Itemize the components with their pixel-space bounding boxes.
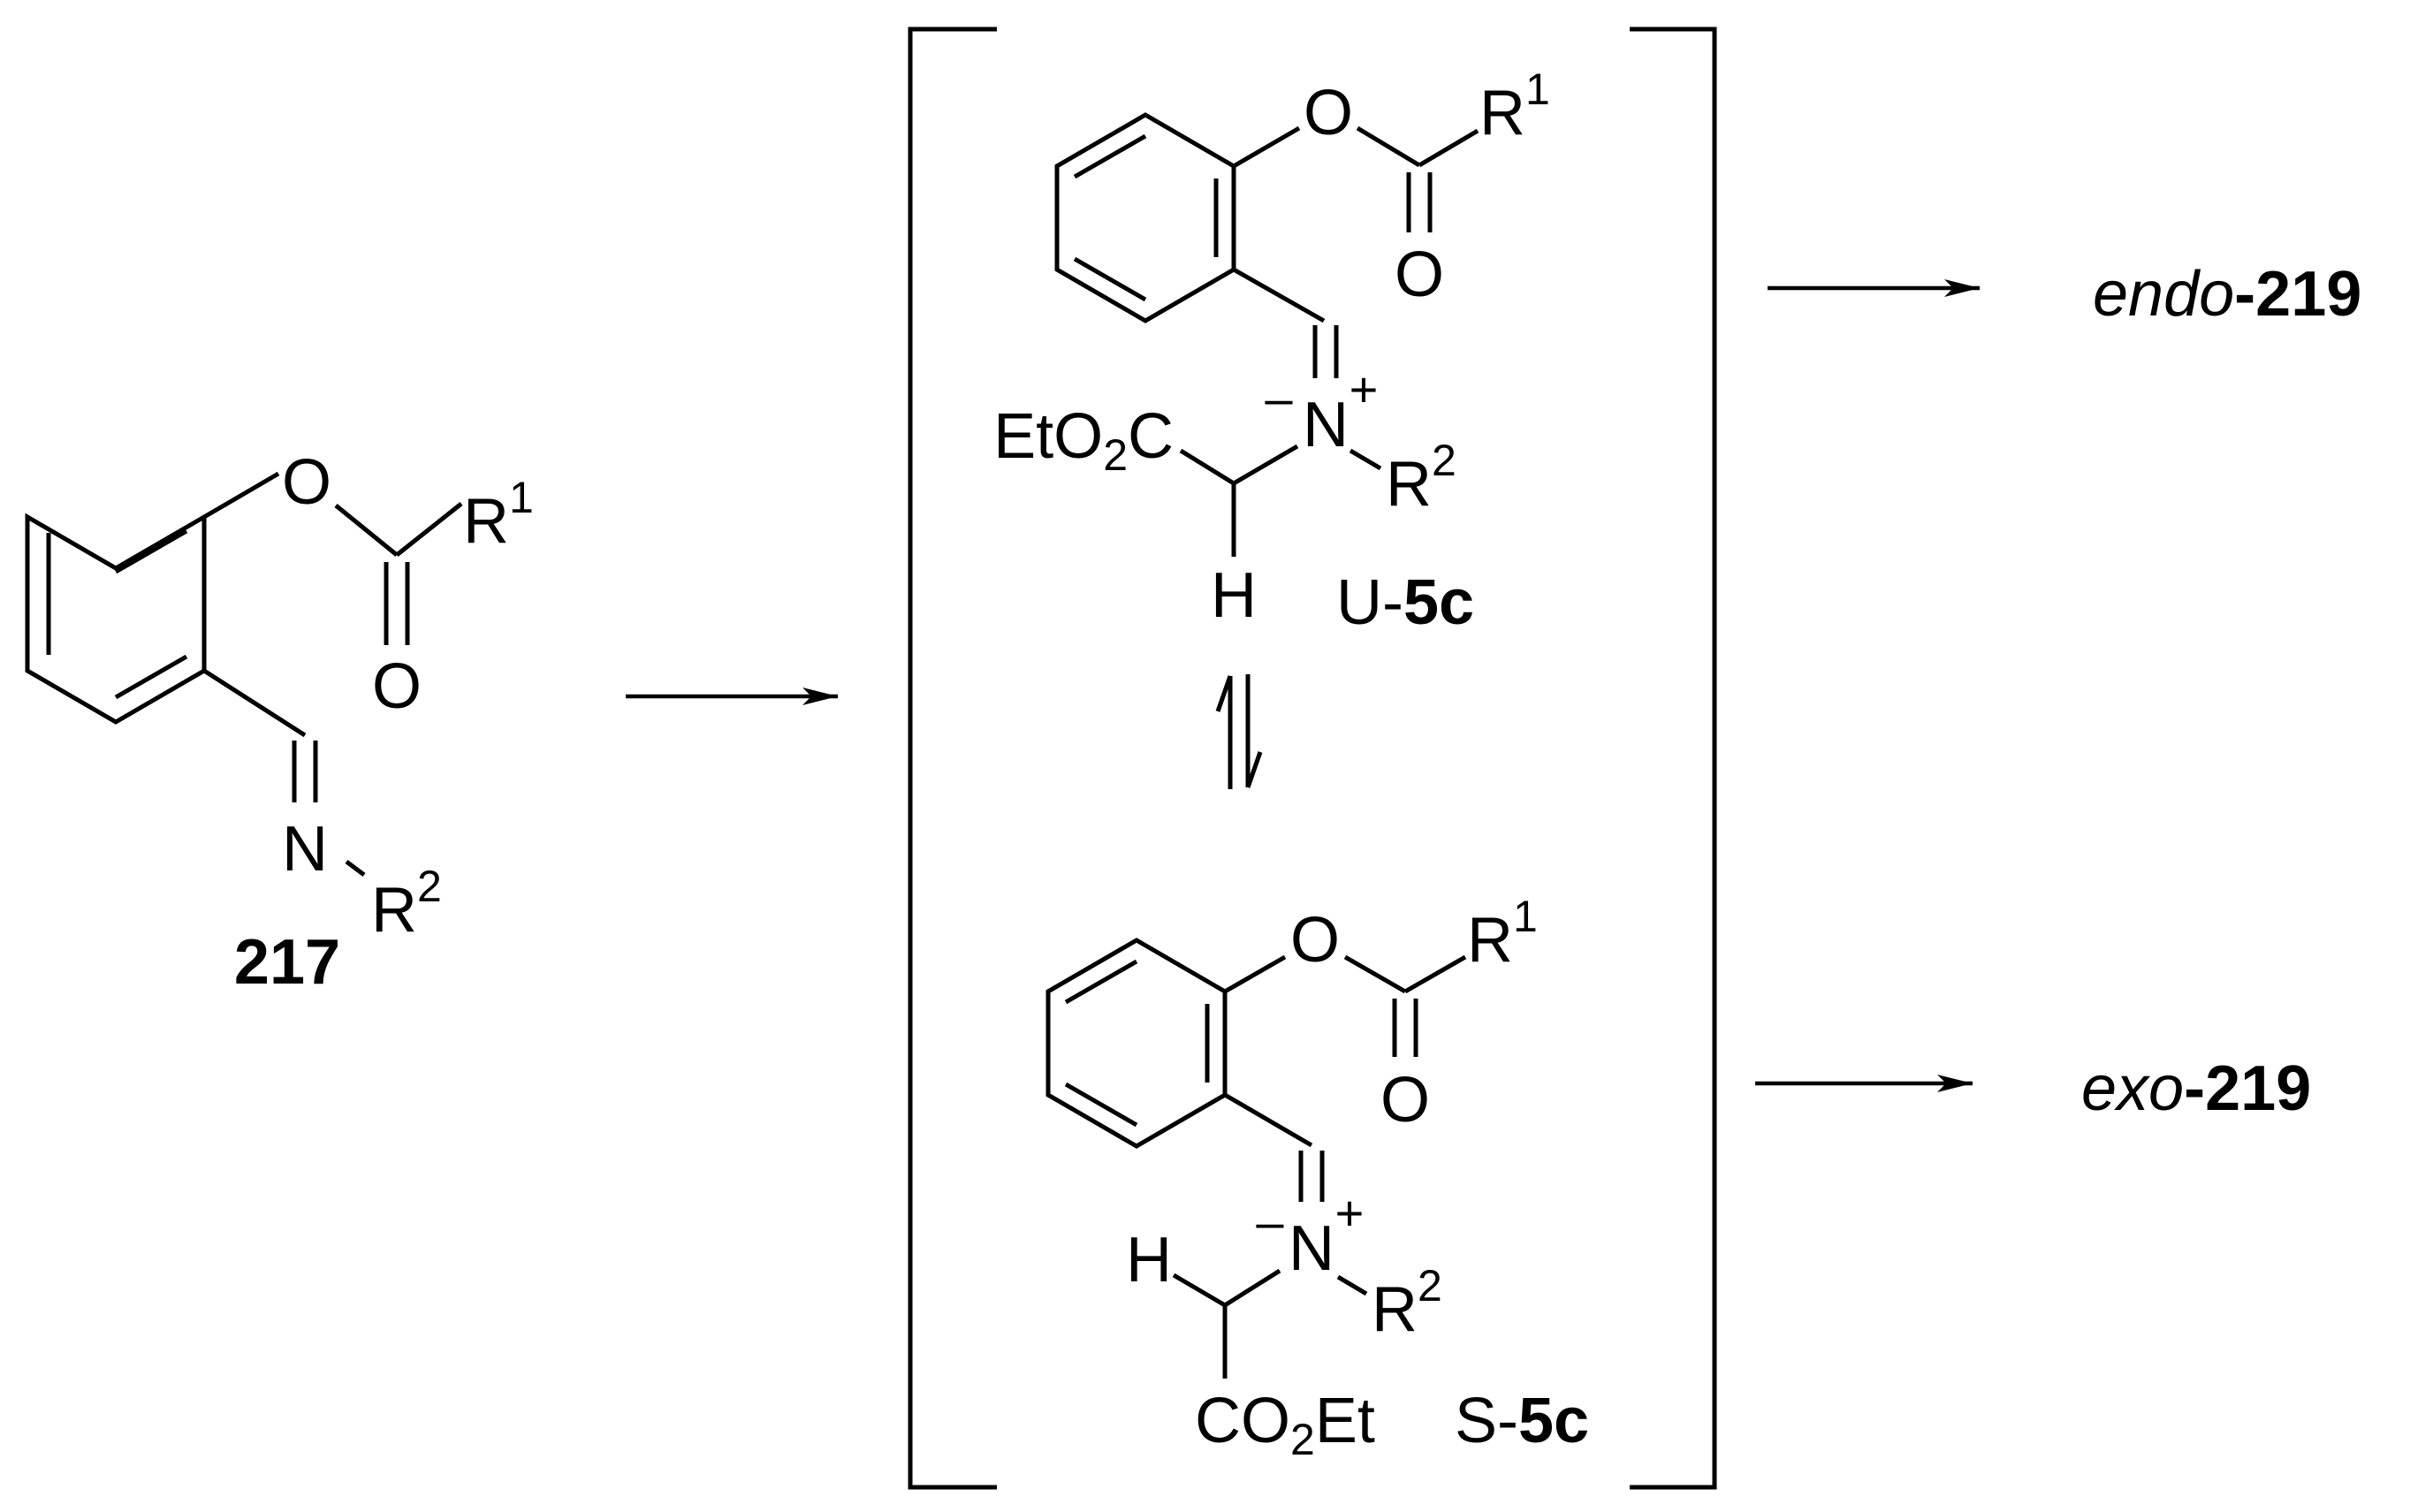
atom-r1: R1 [1479, 65, 1550, 148]
atom-oxygen: O [282, 447, 331, 518]
ylide-s-5c: O R1 O N + – R2 H CO2Et S-5c [1046, 892, 1589, 1464]
compound-217: O R1 O N R2 217 [25, 447, 534, 998]
atom-oxygen: O [1290, 905, 1340, 976]
atom-carbonyl-oxygen: O [1395, 239, 1444, 310]
product-exo-219: exo-219 [2081, 1053, 2311, 1124]
ester-bonds [1232, 125, 1479, 232]
positive-charge: + [1335, 1185, 1365, 1241]
ylide-u-5c: O R1 O N + – R2 EtO2C H U-5c [993, 65, 1550, 638]
atom-r1: R1 [463, 473, 534, 557]
ester-group-co2et: CO2Et [1195, 1386, 1375, 1464]
benzene-ring [1054, 112, 1236, 323]
equilibrium-arrows [1215, 674, 1263, 789]
atom-nitrogen: N [1303, 390, 1349, 460]
atom-r2: R2 [1372, 1261, 1442, 1345]
atom-r2: R2 [371, 862, 442, 946]
benzene-ring [1046, 938, 1228, 1149]
imine-bonds [202, 668, 366, 877]
compound-label-u-5c: U-5c [1336, 567, 1474, 638]
positive-charge: + [1350, 361, 1379, 417]
product-endo-219: endo-219 [2093, 259, 2361, 330]
negative-charge: – [1265, 370, 1293, 426]
ester-bonds [1223, 954, 1467, 1057]
benzene-ring [25, 513, 207, 725]
atom-hydrogen: H [1211, 560, 1257, 631]
atom-hydrogen: H [1126, 1225, 1172, 1295]
atom-nitrogen: N [1289, 1213, 1334, 1284]
bracket-left [908, 27, 997, 1490]
atom-oxygen: O [1304, 78, 1353, 148]
compound-label-s-5c: S-5c [1455, 1386, 1589, 1456]
iminium-bonds [1179, 267, 1382, 557]
bracket-right [1630, 27, 1717, 1490]
negative-charge: – [1256, 1194, 1284, 1250]
atom-carbonyl-oxygen: O [372, 651, 422, 722]
iminium-bonds [1172, 1092, 1368, 1379]
atom-carbonyl-oxygen: O [1380, 1065, 1430, 1136]
atom-r2: R2 [1386, 436, 1456, 520]
atom-nitrogen: N [282, 814, 328, 885]
compound-label-217: 217 [234, 927, 340, 998]
atom-r1: R1 [1467, 892, 1538, 976]
ester-group-eto2c: EtO2C [993, 401, 1174, 480]
ester-bonds [202, 471, 463, 645]
